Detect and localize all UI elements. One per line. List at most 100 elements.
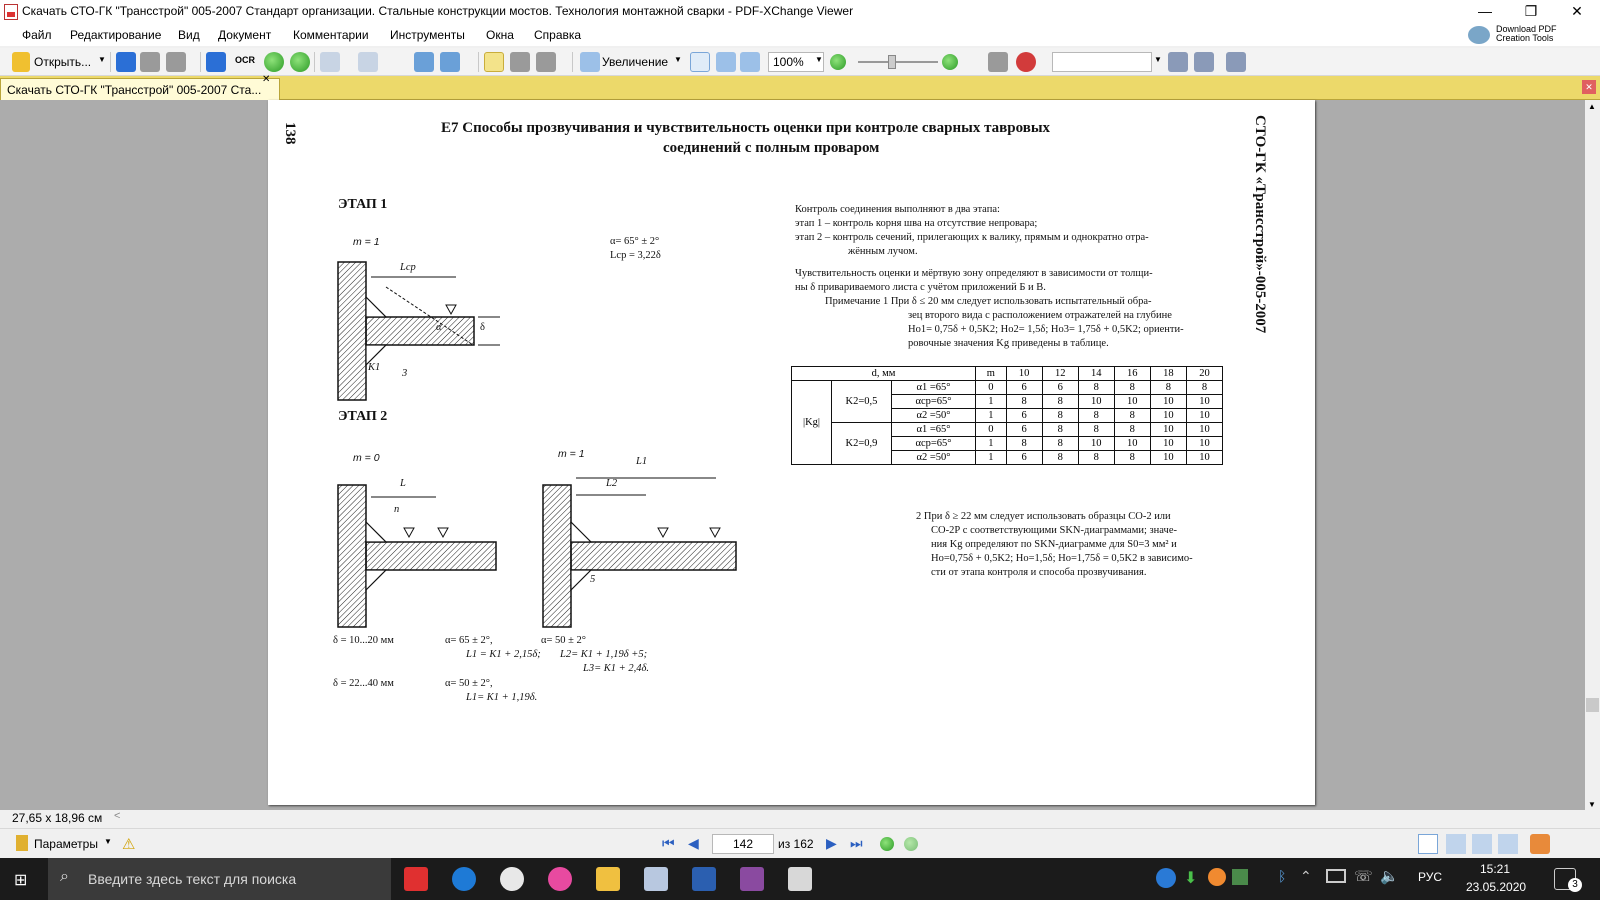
open-dropdown-icon[interactable]: ▼ [98, 55, 106, 64]
chevron-up-icon[interactable]: ⌃ [1300, 868, 1312, 884]
last-page-icon[interactable]: ⏭ [850, 835, 863, 851]
ocr-button[interactable]: OCR [235, 55, 255, 65]
forward-icon[interactable] [290, 52, 310, 72]
next-page-icon[interactable]: ▶ [826, 835, 837, 851]
clock-date[interactable]: 23.05.2020 [1466, 880, 1527, 894]
zoom-tool-button[interactable]: Увеличение [602, 55, 669, 69]
calculator-icon[interactable] [788, 867, 812, 891]
explorer-icon[interactable] [596, 867, 620, 891]
redo-icon[interactable] [358, 52, 378, 72]
back-icon[interactable] [264, 52, 284, 72]
zoom-level-dropdown-icon[interactable]: ▼ [815, 55, 823, 64]
formula-l3: L3= K1 + 2,4δ. [583, 663, 650, 674]
menu-windows[interactable]: Окна [486, 28, 514, 42]
warning-icon[interactable]: ⚠ [122, 836, 136, 853]
close-all-tabs-icon[interactable]: ✕ [1582, 80, 1596, 94]
hscroll-left-icon[interactable]: < [114, 810, 121, 822]
nav-forward-icon[interactable] [904, 837, 918, 851]
window-title: Скачать СТО-ГК "Трансстрой" 005-2007 Ста… [22, 4, 854, 18]
params-dropdown-icon[interactable]: ▼ [104, 837, 112, 846]
menu-view[interactable]: Вид [178, 28, 200, 42]
pdf-xchange-taskbar-icon[interactable] [644, 867, 668, 891]
single-page-view-icon[interactable] [1418, 834, 1438, 854]
menu-edit[interactable]: Редактирование [70, 28, 162, 42]
scroll-down-icon[interactable]: ▼ [1588, 800, 1596, 809]
note2-4: Hо=0,75δ + 0,5K2; Hо=1,5δ; Hо=1,75δ = 0,… [931, 553, 1193, 564]
page-number-input[interactable]: 142 [712, 834, 774, 854]
zoom-in-icon[interactable] [942, 54, 958, 70]
fit-page-icon[interactable] [716, 52, 736, 72]
document-tab[interactable]: Скачать СТО-ГК "Трансстрой" 005-2007 Ста… [0, 78, 280, 100]
vertical-scrollbar[interactable]: ▲ ▼ [1585, 100, 1600, 815]
taskbar-search[interactable]: ⌕ Введите здесь текст для поиска [48, 858, 391, 900]
find-next-icon[interactable] [1194, 52, 1214, 72]
snapshot-icon[interactable] [510, 52, 530, 72]
email-icon[interactable] [166, 52, 186, 72]
menu-help[interactable]: Справка [534, 28, 582, 42]
view-mode-icon[interactable] [1530, 834, 1550, 854]
word-icon[interactable] [692, 867, 716, 891]
print-icon[interactable] [140, 52, 160, 72]
scan-icon[interactable] [206, 52, 226, 72]
clock-time[interactable]: 15:21 [1480, 862, 1511, 876]
restore-button[interactable]: ❐ [1524, 3, 1538, 19]
tray-app-icon[interactable] [1208, 868, 1226, 886]
zoom-level-combo[interactable]: 100% [768, 52, 824, 72]
prev-page-icon[interactable]: ◀ [688, 835, 699, 851]
menu-comments[interactable]: Комментарии [293, 28, 369, 42]
fit-width-icon[interactable] [740, 52, 760, 72]
network-icon[interactable]: ☏ [1354, 868, 1373, 885]
continuous-facing-view-icon[interactable] [1498, 834, 1518, 854]
tab-close-icon[interactable]: ✕ [262, 74, 271, 85]
properties-icon[interactable] [1226, 52, 1246, 72]
actual-size-icon[interactable] [690, 52, 710, 72]
volume-icon[interactable]: 🔈 [1380, 868, 1399, 885]
pages-icon[interactable] [440, 52, 460, 72]
zoom-out-icon[interactable] [830, 54, 846, 70]
facing-view-icon[interactable] [1472, 834, 1492, 854]
undo-icon[interactable] [320, 52, 340, 72]
hand-tool-icon[interactable] [484, 52, 504, 72]
view-options-icon[interactable] [988, 52, 1008, 72]
close-button[interactable]: ✕ [1571, 3, 1583, 19]
yandex-icon[interactable] [404, 867, 428, 891]
bluetooth-icon[interactable]: ᛒ [1278, 868, 1287, 884]
scroll-up-icon[interactable]: ▲ [1588, 102, 1596, 111]
open-folder-icon[interactable] [12, 52, 30, 72]
params-icon[interactable] [16, 835, 28, 851]
zoom-slider-track[interactable] [858, 61, 938, 63]
winrar-icon[interactable] [740, 867, 764, 891]
zoom-dropdown-icon[interactable]: ▼ [674, 55, 682, 64]
menu-file[interactable]: Файл [22, 28, 52, 42]
params-button[interactable]: Параметры [34, 837, 98, 851]
rotate-icon[interactable] [414, 52, 434, 72]
start-icon[interactable]: ⊞ [14, 872, 28, 889]
open-button[interactable]: Открыть... [34, 55, 92, 69]
continuous-view-icon[interactable] [1446, 834, 1466, 854]
zoom-slider-thumb[interactable] [888, 55, 896, 69]
search-dropdown-icon[interactable]: ▼ [1154, 55, 1162, 64]
save-icon[interactable] [116, 52, 136, 72]
scroll-thumb[interactable] [1586, 698, 1599, 712]
zoom-icon[interactable] [580, 52, 600, 72]
battery-icon[interactable] [1326, 869, 1346, 883]
help-tray-icon[interactable] [1156, 868, 1176, 888]
search-combo[interactable] [1052, 52, 1152, 72]
download-tray-icon[interactable]: ⬇ [1184, 870, 1198, 887]
select-text-icon[interactable] [536, 52, 556, 72]
stamp-icon[interactable] [1016, 52, 1036, 72]
yandex-browser-icon[interactable] [500, 867, 524, 891]
security-tray-icon[interactable] [1232, 869, 1248, 885]
minimize-button[interactable]: — [1478, 3, 1492, 19]
menu-tools[interactable]: Инструменты [390, 28, 465, 42]
edge-icon[interactable] [452, 867, 476, 891]
menu-document[interactable]: Документ [218, 28, 272, 42]
find-icon[interactable] [1168, 52, 1188, 72]
itunes-icon[interactable] [548, 867, 572, 891]
alpha-label: α [436, 322, 442, 333]
app-icon [4, 4, 18, 20]
first-page-icon[interactable]: ⏮ [662, 835, 675, 851]
language-indicator[interactable]: РУС [1418, 870, 1443, 884]
nav-back-icon[interactable] [880, 837, 894, 851]
